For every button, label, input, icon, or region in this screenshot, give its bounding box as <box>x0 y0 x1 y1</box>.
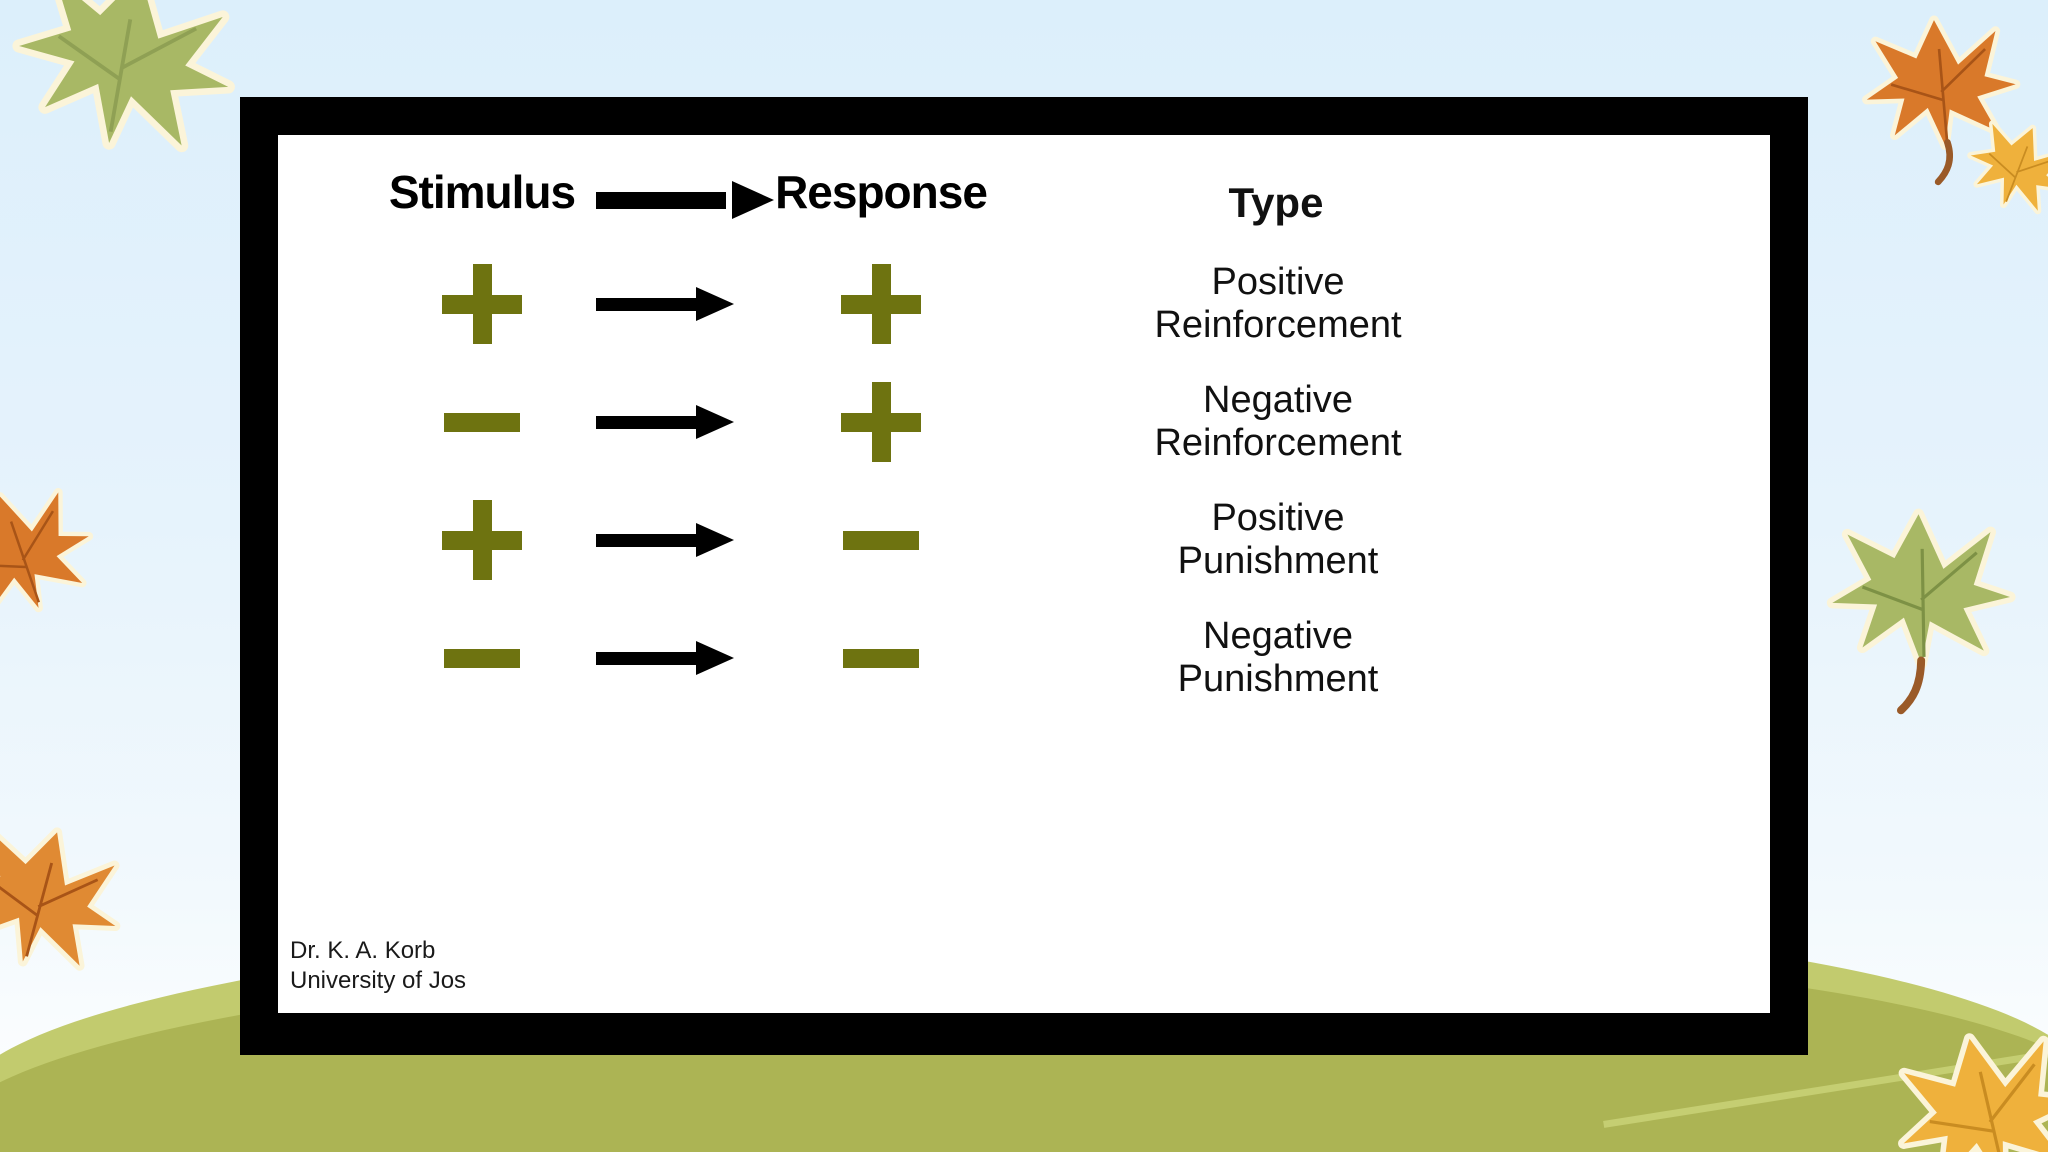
row2-type-line1: Negative <box>1203 379 1353 422</box>
leaf-top-left-green-icon <box>0 0 252 167</box>
table-row: Negative Reinforcement <box>278 363 1770 481</box>
row2-arrow-icon <box>596 363 776 481</box>
row3-stimulus-sign <box>362 481 602 599</box>
header-stimulus: Stimulus <box>388 166 576 218</box>
row3-type-line1: Positive <box>1211 497 1345 540</box>
row4-type-label: Negative Punishment <box>1098 599 1458 717</box>
diagram-header-row: Stimulus Response Type <box>278 159 1770 235</box>
header-arrow-icon <box>596 181 776 219</box>
table-row: Negative Punishment <box>278 599 1770 717</box>
row1-type-line1: Positive <box>1211 261 1345 304</box>
leaf-bottom-right-gold-icon <box>1871 995 2048 1152</box>
row2-type-line2: Reinforcement <box>1154 422 1402 464</box>
leaf-right-green-icon <box>1819 489 2027 715</box>
table-row: Positive Reinforcement <box>278 245 1770 363</box>
leaf-bottom-left-orange-icon <box>0 802 141 989</box>
row1-type-line2: Reinforcement <box>1154 304 1402 346</box>
leaf-top-right-orange-icon <box>1850 0 2034 186</box>
slide-content: Stimulus Response Type <box>278 135 1770 1013</box>
row3-type-label: Positive Punishment <box>1098 481 1458 599</box>
row4-stimulus-sign <box>362 599 602 717</box>
row1-response-sign <box>736 245 1026 363</box>
credit-author: Dr. K. A. Korb <box>290 937 436 965</box>
header-type: Type <box>1228 179 1324 226</box>
row4-type-line2: Punishment <box>1177 658 1379 700</box>
table-row: Positive Punishment <box>278 481 1770 599</box>
row1-arrow-icon <box>596 245 776 363</box>
row4-arrow-icon <box>596 599 776 717</box>
row1-type-label: Positive Reinforcement <box>1098 245 1458 363</box>
row2-type-label: Negative Reinforcement <box>1098 363 1458 481</box>
diagram-rows: Positive Reinforcement <box>278 245 1770 717</box>
row2-stimulus-sign <box>362 363 602 481</box>
row4-response-sign <box>736 599 1026 717</box>
slide-frame: Stimulus Response Type <box>240 97 1808 1055</box>
leaf-left-orange-icon <box>0 456 118 645</box>
credit-block: Dr. K. A. Korb University of Jos <box>290 936 466 995</box>
row3-response-sign <box>736 481 1026 599</box>
row2-response-sign <box>736 363 1026 481</box>
row3-arrow-icon <box>596 481 776 599</box>
row1-stimulus-sign <box>362 245 602 363</box>
row3-type-line2: Punishment <box>1177 540 1379 582</box>
row4-type-line1: Negative <box>1203 615 1353 658</box>
header-response: Response <box>775 166 988 218</box>
credit-institution: University of Jos <box>290 966 467 994</box>
